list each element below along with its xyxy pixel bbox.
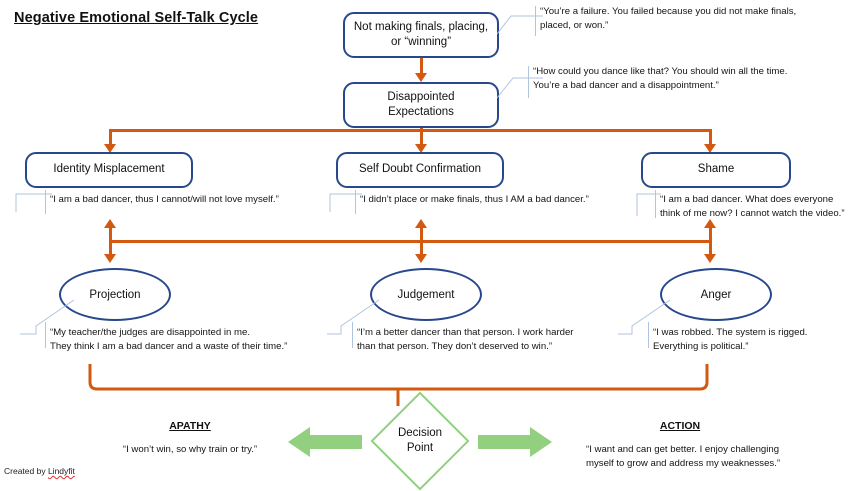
leader-tick-expectations [528, 66, 529, 98]
arrow-tier3-left-up [103, 219, 116, 228]
leader-tick-self-doubt [355, 190, 356, 214]
leader-tick-trigger [535, 6, 536, 36]
connector-collector-to-decision [88, 364, 709, 406]
arrow-tier3-right-up [704, 219, 716, 228]
arrow-tier3-center-up [414, 219, 427, 228]
leader-tick-judgement [352, 322, 353, 348]
node-decision-point[interactable]: Decision Point [370, 391, 470, 491]
connector-drop-tier2-center [419, 128, 423, 145]
leader-line-judgement [327, 299, 380, 335]
note-identity-misplacement: “I am a bad dancer, thus I cannot/will n… [50, 194, 279, 205]
leader-tick-projection [45, 322, 46, 348]
leader-tick-anger [648, 322, 649, 348]
leader-line-self-doubt [329, 193, 362, 212]
connector-stem-tier3-left [108, 228, 112, 256]
connector-drop-tier2-right [709, 129, 712, 146]
arrow-tier2-right [704, 144, 716, 153]
leader-line-identity [15, 193, 52, 212]
arrow-apathy-left [288, 427, 362, 457]
page-title: Negative Emotional Self-Talk Cycle [14, 10, 259, 26]
node-shame[interactable]: Shame [641, 152, 791, 188]
node-anger-label: Anger [700, 288, 732, 301]
node-trigger-label: Not making finals, placing, or “winning” [353, 20, 489, 48]
node-judgement[interactable]: Judgement [370, 268, 482, 321]
connector-bus-tier3 [110, 240, 710, 243]
note-anger: “I was robbed. The system is rigged. Eve… [653, 327, 808, 352]
credit-author: Lindyfit [47, 466, 75, 476]
node-shame-label: Shame [697, 163, 735, 176]
connector-stem-tier3-center [419, 228, 423, 256]
arrow-tier3-right-down [704, 254, 716, 263]
leader-line-shame [636, 193, 661, 216]
node-self-doubt-confirmation[interactable]: Self Doubt Confirmation [336, 152, 504, 188]
node-expectations[interactable]: Disappointed Expectations [343, 82, 499, 128]
note-self-doubt-confirmation: “I didn’t place or make finals, thus I A… [360, 194, 589, 205]
node-projection[interactable]: Projection [59, 268, 171, 321]
arrow-tier2-left [103, 144, 116, 153]
node-identity-misplacement[interactable]: Identity Misplacement [25, 152, 193, 188]
node-decision-point-label: Decision Point [397, 427, 443, 454]
arrow-action-right [478, 427, 552, 457]
leader-line-trigger [496, 15, 543, 35]
connector-stem-tier3-right [709, 228, 712, 256]
connector-drop-tier2-left [108, 129, 112, 146]
node-identity-misplacement-label: Identity Misplacement [53, 163, 165, 176]
credit-line: Created by Lindyfit [4, 466, 75, 476]
node-self-doubt-confirmation-label: Self Doubt Confirmation [358, 163, 482, 176]
connector-trigger-to-expectations [419, 58, 423, 75]
node-trigger[interactable]: Not making finals, placing, or “winning” [343, 12, 499, 58]
leader-line-projection [20, 299, 75, 335]
node-judgement-label: Judgement [397, 288, 455, 301]
note-shame: “I am a bad dancer. What does everyone t… [660, 194, 845, 219]
credit-prefix: Created by [4, 466, 48, 476]
leader-line-anger [618, 299, 671, 335]
note-projection: “My teacher/the judges are disappointed … [50, 327, 288, 352]
note-judgement: “I’m a better dancer than that person. I… [357, 327, 574, 352]
leader-tick-identity [45, 190, 46, 214]
arrow-tier3-left-down [103, 254, 116, 263]
note-outcome-right: “I want and can get better. I enjoy chal… [586, 444, 781, 469]
arrow-trigger-to-expectations [414, 73, 427, 82]
note-expectations: “How could you dance like that? You shou… [533, 66, 788, 91]
note-trigger: “You’re a failure. You failed because yo… [540, 6, 797, 31]
leader-tick-shame [655, 190, 656, 218]
node-expectations-label: Disappointed Expectations [387, 90, 455, 118]
node-anger[interactable]: Anger [660, 268, 772, 321]
node-projection-label: Projection [89, 288, 141, 301]
leader-line-expectations [496, 77, 543, 99]
outcome-right-heading: ACTION [659, 420, 701, 432]
note-outcome-left: “I won’t win, so why train or try.” [122, 444, 258, 455]
outcome-left-heading: APATHY [169, 420, 211, 432]
connector-bus-tier2 [110, 129, 710, 132]
arrow-tier2-center [414, 144, 427, 153]
arrow-tier3-center-down [414, 254, 427, 263]
